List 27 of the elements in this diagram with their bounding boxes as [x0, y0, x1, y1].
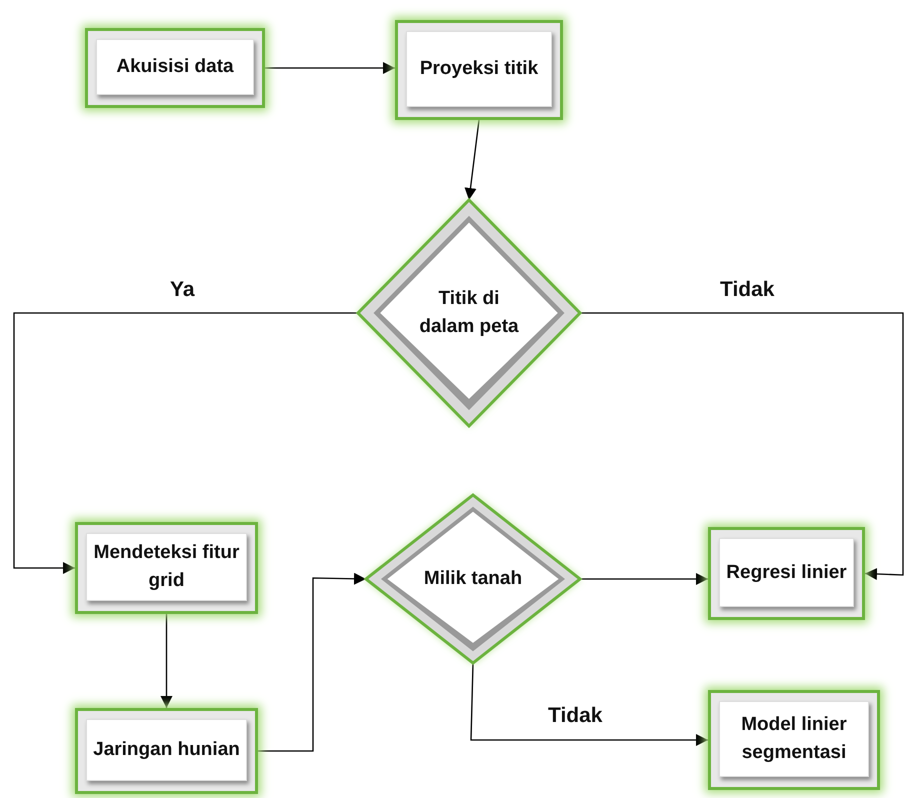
node-label: Milik tanah	[422, 567, 524, 592]
arrow	[258, 572, 366, 752]
edge-label: Ya	[170, 278, 195, 302]
arrow	[265, 62, 395, 74]
node-label: Jaringan hunian	[92, 738, 241, 762]
arrow	[580, 573, 708, 585]
arrow	[580, 312, 904, 580]
process-box	[75, 522, 258, 614]
node-label: Proyeksi titik	[418, 57, 540, 82]
edge-label: Tidak	[720, 278, 774, 302]
node-label: Titik di dalam peta	[418, 287, 520, 339]
process-box	[395, 20, 563, 120]
process-box	[85, 28, 265, 108]
decision-diamond	[358, 200, 580, 426]
edge-label: Tidak	[548, 704, 602, 728]
node-label: Mendeteksi fitur grid	[92, 541, 240, 593]
arrow	[160, 614, 172, 708]
arrow	[13, 312, 358, 574]
node-label: Akuisisi data	[115, 55, 235, 80]
arrow	[470, 662, 708, 746]
arrow	[464, 120, 480, 200]
process-box	[708, 690, 880, 790]
node-label: Regresi linier	[725, 560, 848, 585]
decision-diamond	[366, 495, 580, 663]
process-box	[75, 708, 258, 794]
process-box	[708, 527, 865, 620]
node-label: Model linier segmentasi	[740, 713, 848, 765]
